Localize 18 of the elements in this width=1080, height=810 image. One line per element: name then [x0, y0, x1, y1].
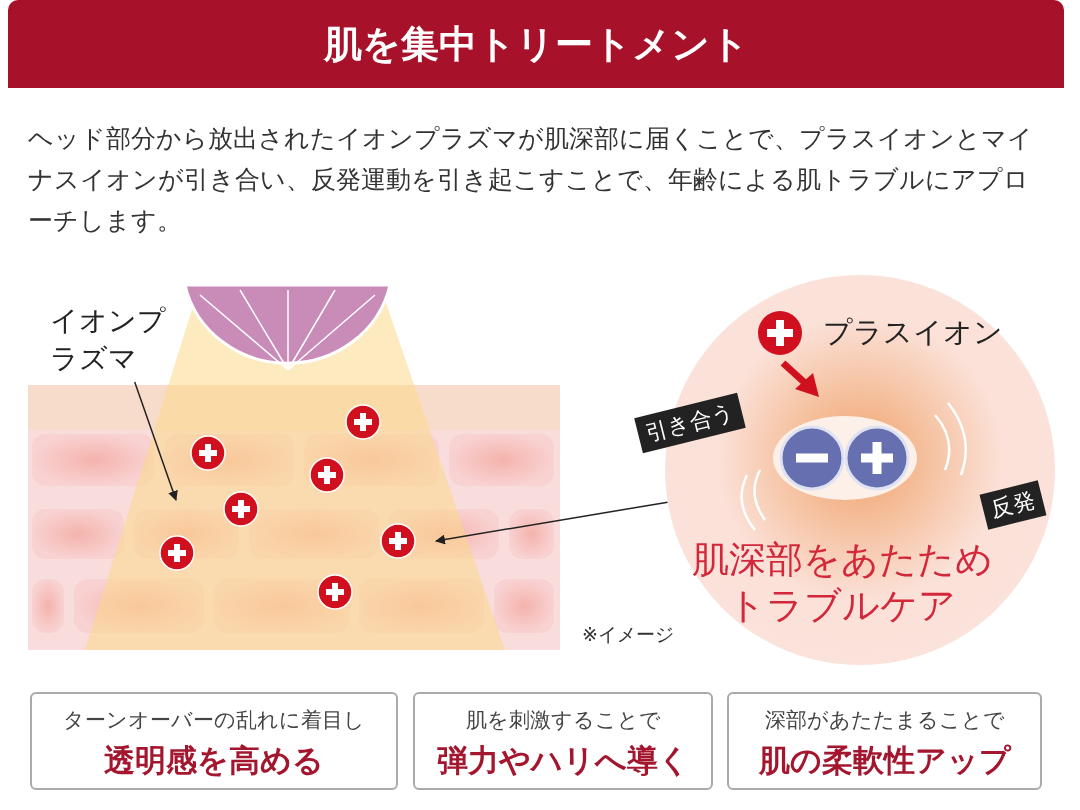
- description-text: ヘッド部分から放出されたイオンプラズマが肌深部に届くことで、プラスイオンとマイナスイオンが引き合い、反発運動を引き起こすことで、年齢による肌トラブルにアプローチします。: [28, 123, 1034, 237]
- tag-label: 反発: [979, 480, 1047, 530]
- benefit-lead-text: 肌を刺激することで: [464, 707, 662, 734]
- ion-label: プラスイオン: [823, 314, 1003, 351]
- benefit-lead-text: ターンオーバーの乱れに着目し: [62, 707, 366, 734]
- benefit-heading: 肌の柔軟性アップ: [757, 741, 1013, 780]
- arrow: [435, 501, 669, 545]
- callout-label: イオンプラズマ: [50, 302, 190, 378]
- benefit-card: [30, 692, 398, 790]
- title-banner: 肌を集中トリートメント: [8, 0, 1064, 88]
- note-text: ※イメージ: [582, 622, 674, 647]
- benefit-card: [727, 692, 1042, 790]
- effect-heading: 肌深部をあたためトラブルケア: [690, 537, 994, 629]
- benefit-heading: 透明感を高める: [103, 741, 325, 780]
- tag-label: 引き合う: [634, 392, 746, 454]
- benefit-card: [413, 692, 713, 790]
- benefit-heading: 弾力やハリへ導く: [435, 741, 691, 780]
- benefit-lead-text: 深部があたたまることで: [763, 707, 1006, 734]
